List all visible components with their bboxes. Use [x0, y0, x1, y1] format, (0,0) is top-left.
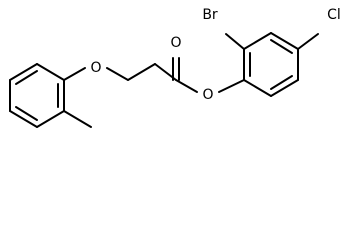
bromochlorophenyl-ring — [243, 32, 299, 97]
bond — [175, 79, 198, 93]
bromine-label: Br — [202, 7, 218, 23]
bond — [270, 32, 299, 50]
chlorine-label: Cl — [327, 7, 341, 23]
methyl-bond — [63, 110, 92, 128]
carbonyl-oxygen-label: O — [170, 35, 181, 51]
bond — [127, 63, 156, 81]
molecule-drawing: O O O Br Cl — [9, 7, 341, 128]
methylphenyl-ring — [9, 63, 65, 128]
bond — [36, 110, 65, 128]
bond — [243, 79, 272, 97]
bond — [270, 79, 299, 97]
chlorine-bond — [297, 33, 319, 50]
bond — [243, 32, 272, 50]
double-bond-inner — [15, 70, 38, 85]
bond — [9, 63, 38, 81]
bond — [154, 63, 177, 81]
bond — [106, 67, 129, 81]
bond — [218, 79, 245, 93]
bond — [63, 67, 86, 81]
ether-oxygen-label: O — [90, 60, 101, 76]
bond — [36, 63, 65, 81]
bond — [9, 110, 38, 128]
double-bond-inner — [15, 106, 38, 121]
bromine-bond — [225, 33, 245, 50]
structure-diagram: O O O Br Cl — [9, 7, 341, 128]
ester-oxygen-label: O — [202, 87, 213, 103]
double-bond-inner — [270, 39, 293, 54]
double-bond-inner — [270, 75, 293, 90]
